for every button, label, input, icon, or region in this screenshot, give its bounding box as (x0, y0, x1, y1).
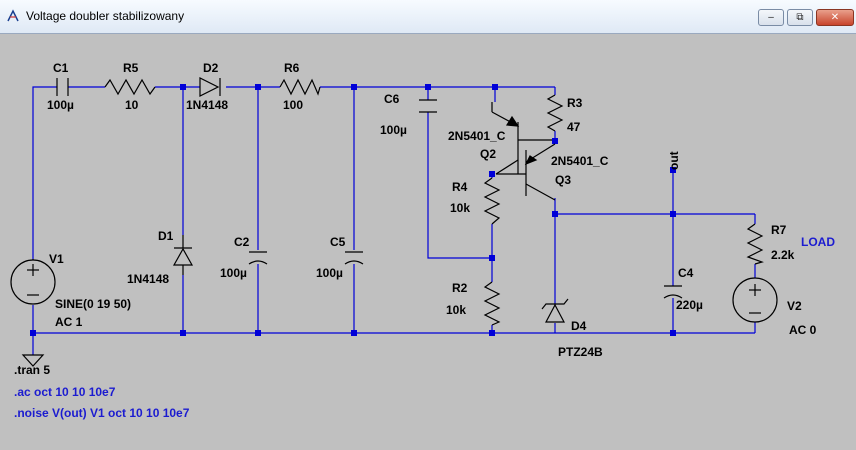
r6-value: 100 (283, 98, 303, 112)
c1-value: 100µ (47, 98, 74, 112)
capacitor-c1-symbol (56, 78, 69, 96)
capacitor-c4-symbol (663, 285, 683, 299)
resistor-r2-symbol (483, 281, 501, 326)
schematic-app-icon (7, 9, 19, 22)
directive-noise[interactable]: .noise V(out) V1 oct 10 10 10e7 (14, 406, 190, 420)
net-label-out: out (667, 151, 681, 170)
r5-name: R5 (123, 61, 139, 75)
v2-name: V2 (787, 299, 802, 313)
q3-name: Q3 (555, 173, 571, 187)
diode-d2-symbol (199, 77, 221, 97)
r3-value: 47 (567, 120, 581, 134)
load-label: LOAD (801, 235, 835, 249)
c4-name: C4 (678, 266, 694, 280)
v1-name: V1 (49, 252, 64, 266)
r7-name: R7 (771, 223, 787, 237)
d1-value: 1N4148 (127, 272, 169, 286)
r5-value: 10 (125, 98, 139, 112)
d2-value: 1N4148 (186, 98, 228, 112)
component-labels: C1 100µ R5 10 D2 1N4148 R6 100 C6 100µ R… (47, 61, 817, 359)
minimize-button[interactable]: – (758, 9, 784, 26)
components (10, 77, 778, 326)
r4-value: 10k (450, 201, 470, 215)
r2-value: 10k (446, 303, 466, 317)
resistor-r6-symbol (279, 78, 321, 96)
source-v2-symbol (732, 277, 778, 323)
r2-name: R2 (452, 281, 468, 295)
resistor-r4-symbol (483, 177, 501, 225)
junction-dots (30, 84, 676, 336)
window-title: Voltage doubler stabilizowany (26, 9, 185, 23)
directive-ac[interactable]: .ac oct 10 10 10e7 (14, 385, 116, 399)
r7-value: 2.2k (771, 248, 795, 262)
d2-name: D2 (203, 61, 219, 75)
r3-name: R3 (567, 96, 583, 110)
c1-name: C1 (53, 61, 69, 75)
q2-model: 2N5401_C (448, 129, 506, 143)
directive-tran[interactable]: .tran 5 (14, 363, 50, 377)
schematic-canvas[interactable]: C1 100µ R5 10 D2 1N4148 R6 100 C6 100µ R… (0, 34, 856, 450)
c5-value: 100µ (316, 266, 343, 280)
v1-value-ac: AC 1 (55, 315, 83, 329)
v1-value-sine: SINE(0 19 50) (55, 297, 131, 311)
resistor-r5-symbol (104, 78, 156, 96)
resistor-r3-symbol (546, 94, 564, 132)
capacitor-c5-symbol (344, 251, 364, 265)
close-button[interactable]: ✕ (816, 9, 854, 26)
c2-name: C2 (234, 235, 250, 249)
c2-value: 100µ (220, 266, 247, 280)
ground-icon (21, 354, 45, 367)
d1-name: D1 (158, 229, 174, 243)
c5-name: C5 (330, 235, 346, 249)
c4-value: 220µ (676, 298, 703, 312)
title-bar[interactable]: Voltage doubler stabilizowany – ⧉ ✕ (0, 0, 856, 34)
r6-name: R6 (284, 61, 300, 75)
restore-button[interactable]: ⧉ (787, 9, 813, 26)
zener-d4-symbol (541, 298, 569, 323)
capacitor-c2-symbol (248, 251, 268, 265)
resistor-r7-symbol (746, 223, 764, 265)
q2-name: Q2 (480, 147, 496, 161)
diode-d1-symbol (172, 235, 194, 275)
c6-value: 100µ (380, 123, 407, 137)
capacitor-c6-symbol (419, 99, 437, 113)
c6-name: C6 (384, 92, 400, 106)
q3-model: 2N5401_C (551, 154, 609, 168)
d4-name: D4 (571, 319, 587, 333)
d4-value: PTZ24B (558, 345, 603, 359)
wires (32, 86, 756, 355)
r4-name: R4 (452, 180, 468, 194)
transistor-q2-symbol (491, 102, 552, 175)
v2-value: AC 0 (789, 323, 817, 337)
source-v1-symbol (10, 259, 56, 305)
transistor-q3-symbol (496, 143, 556, 201)
